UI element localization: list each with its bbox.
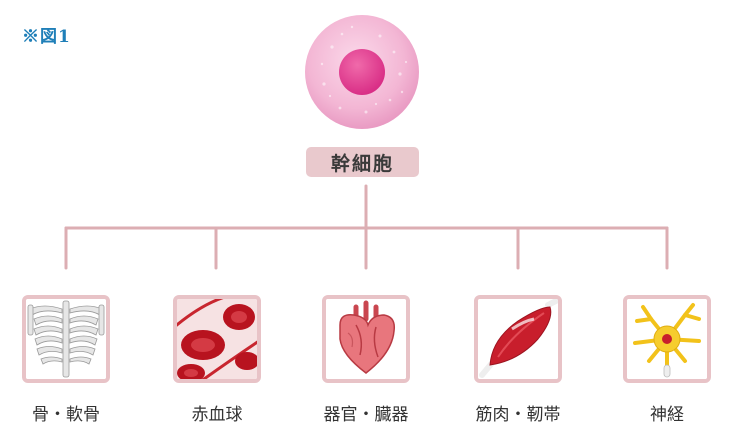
category-label-organ: 器官・臓器: [323, 405, 409, 425]
category-tile-organ: [322, 295, 410, 383]
category-tile-nerve: [623, 295, 711, 383]
stem-cell-icon: [305, 15, 419, 129]
muscle-icon: [478, 299, 558, 379]
category-label-muscle: 筋肉・靭帯: [475, 405, 561, 425]
stem-cell-label: 幹細胞: [306, 147, 419, 177]
category-tile-red-blood-cell: [173, 295, 261, 383]
category-tile-bone: [22, 295, 110, 383]
category-label-bone: 骨・軟骨: [32, 405, 100, 425]
heart-icon: [326, 299, 406, 379]
skeleton-icon: [26, 299, 106, 379]
category-label-red-blood-cell: 赤血球: [191, 405, 243, 425]
category-label-nerve: 神経: [650, 405, 684, 425]
category-tile-muscle: [474, 295, 562, 383]
red-blood-cell-icon: [177, 299, 257, 379]
neuron-icon: [627, 299, 707, 379]
figure-label: ※図1: [22, 27, 71, 47]
